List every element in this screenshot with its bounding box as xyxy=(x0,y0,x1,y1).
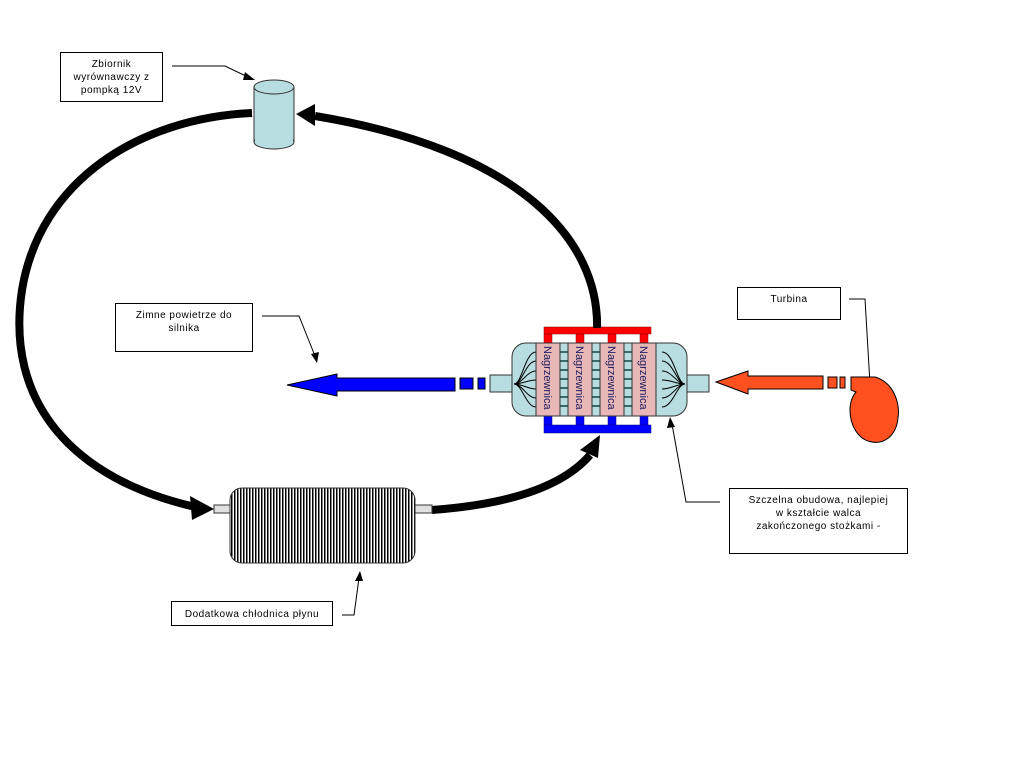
arrowhead-to-reservoir xyxy=(296,104,315,126)
cold-air-label-line-1: Zimne powietrze do xyxy=(135,310,233,321)
heater-2: Nagrzewnica xyxy=(567,342,593,417)
reservoir-label-line-2: wyrównawczy z xyxy=(73,72,150,83)
housing-label-line-1: Szczelna obudowa, najlepiej xyxy=(748,495,889,506)
heater-label: Nagrzewnica xyxy=(541,346,553,410)
coolant-pipe-top-right xyxy=(314,112,602,331)
cold-air-label-line-2: silnika xyxy=(168,323,200,334)
reservoir-label-line-3: pompką 12V xyxy=(80,85,143,96)
heater-1: Nagrzewnica xyxy=(535,342,561,417)
hot-manifold xyxy=(543,326,652,344)
turbine-shape xyxy=(849,376,899,443)
housing-label-line-2: w kształcie walca xyxy=(775,508,862,519)
heater-label: Nagrzewnica xyxy=(605,346,617,410)
turbine-label: Turbina xyxy=(770,294,808,305)
coolant-radiator xyxy=(213,487,433,564)
coolant-pipe-left xyxy=(15,109,253,512)
cold-manifold xyxy=(543,415,652,434)
housing-label-box: Szczelna obudowa, najlepiej w kształcie … xyxy=(729,488,908,554)
coolant-pipe-bottom-right xyxy=(431,452,594,514)
hot-outlet-stub xyxy=(593,318,601,328)
reservoir-label-box: Zbiornik wyrównawczy z pompką 12V xyxy=(60,52,163,102)
reservoir-label-line-1: Zbiornik xyxy=(91,59,132,70)
heater-4: Nagrzewnica xyxy=(631,342,657,417)
heater-3: Nagrzewnica xyxy=(599,342,625,417)
reservoir-leader xyxy=(172,65,251,79)
cooler-label: Dodatkowa chłodnica płynu xyxy=(184,609,320,620)
cooler-leader xyxy=(342,577,360,616)
heaters: Nagrzewnica Nagrzewnica Nagrzewnica Nagr… xyxy=(535,342,657,417)
reservoir-cylinder xyxy=(253,79,295,150)
cooler-leader-arrow xyxy=(355,571,363,581)
housing-label-line-3: zakończonego stożkami - xyxy=(756,521,881,532)
cold-air-label-box: Zimne powietrze do silnika xyxy=(115,303,253,352)
arrowhead-to-cooler xyxy=(190,496,214,520)
heater-label: Nagrzewnica xyxy=(637,346,649,410)
heater-label: Nagrzewnica xyxy=(573,346,585,410)
reservoir-leader-arrow xyxy=(243,72,255,80)
cooler-label-box: Dodatkowa chłodnica płynu xyxy=(171,601,333,626)
housing-leader xyxy=(671,423,720,503)
cold-air-leader xyxy=(262,315,316,357)
arrowhead-to-heaters xyxy=(580,435,600,458)
cold-air-leader-arrow xyxy=(311,352,319,363)
hot-air-arrow xyxy=(714,370,846,395)
housing-leader-arrow xyxy=(667,417,675,428)
turbine-label-box: Turbina xyxy=(737,287,841,320)
cold-air-arrow xyxy=(286,373,486,397)
